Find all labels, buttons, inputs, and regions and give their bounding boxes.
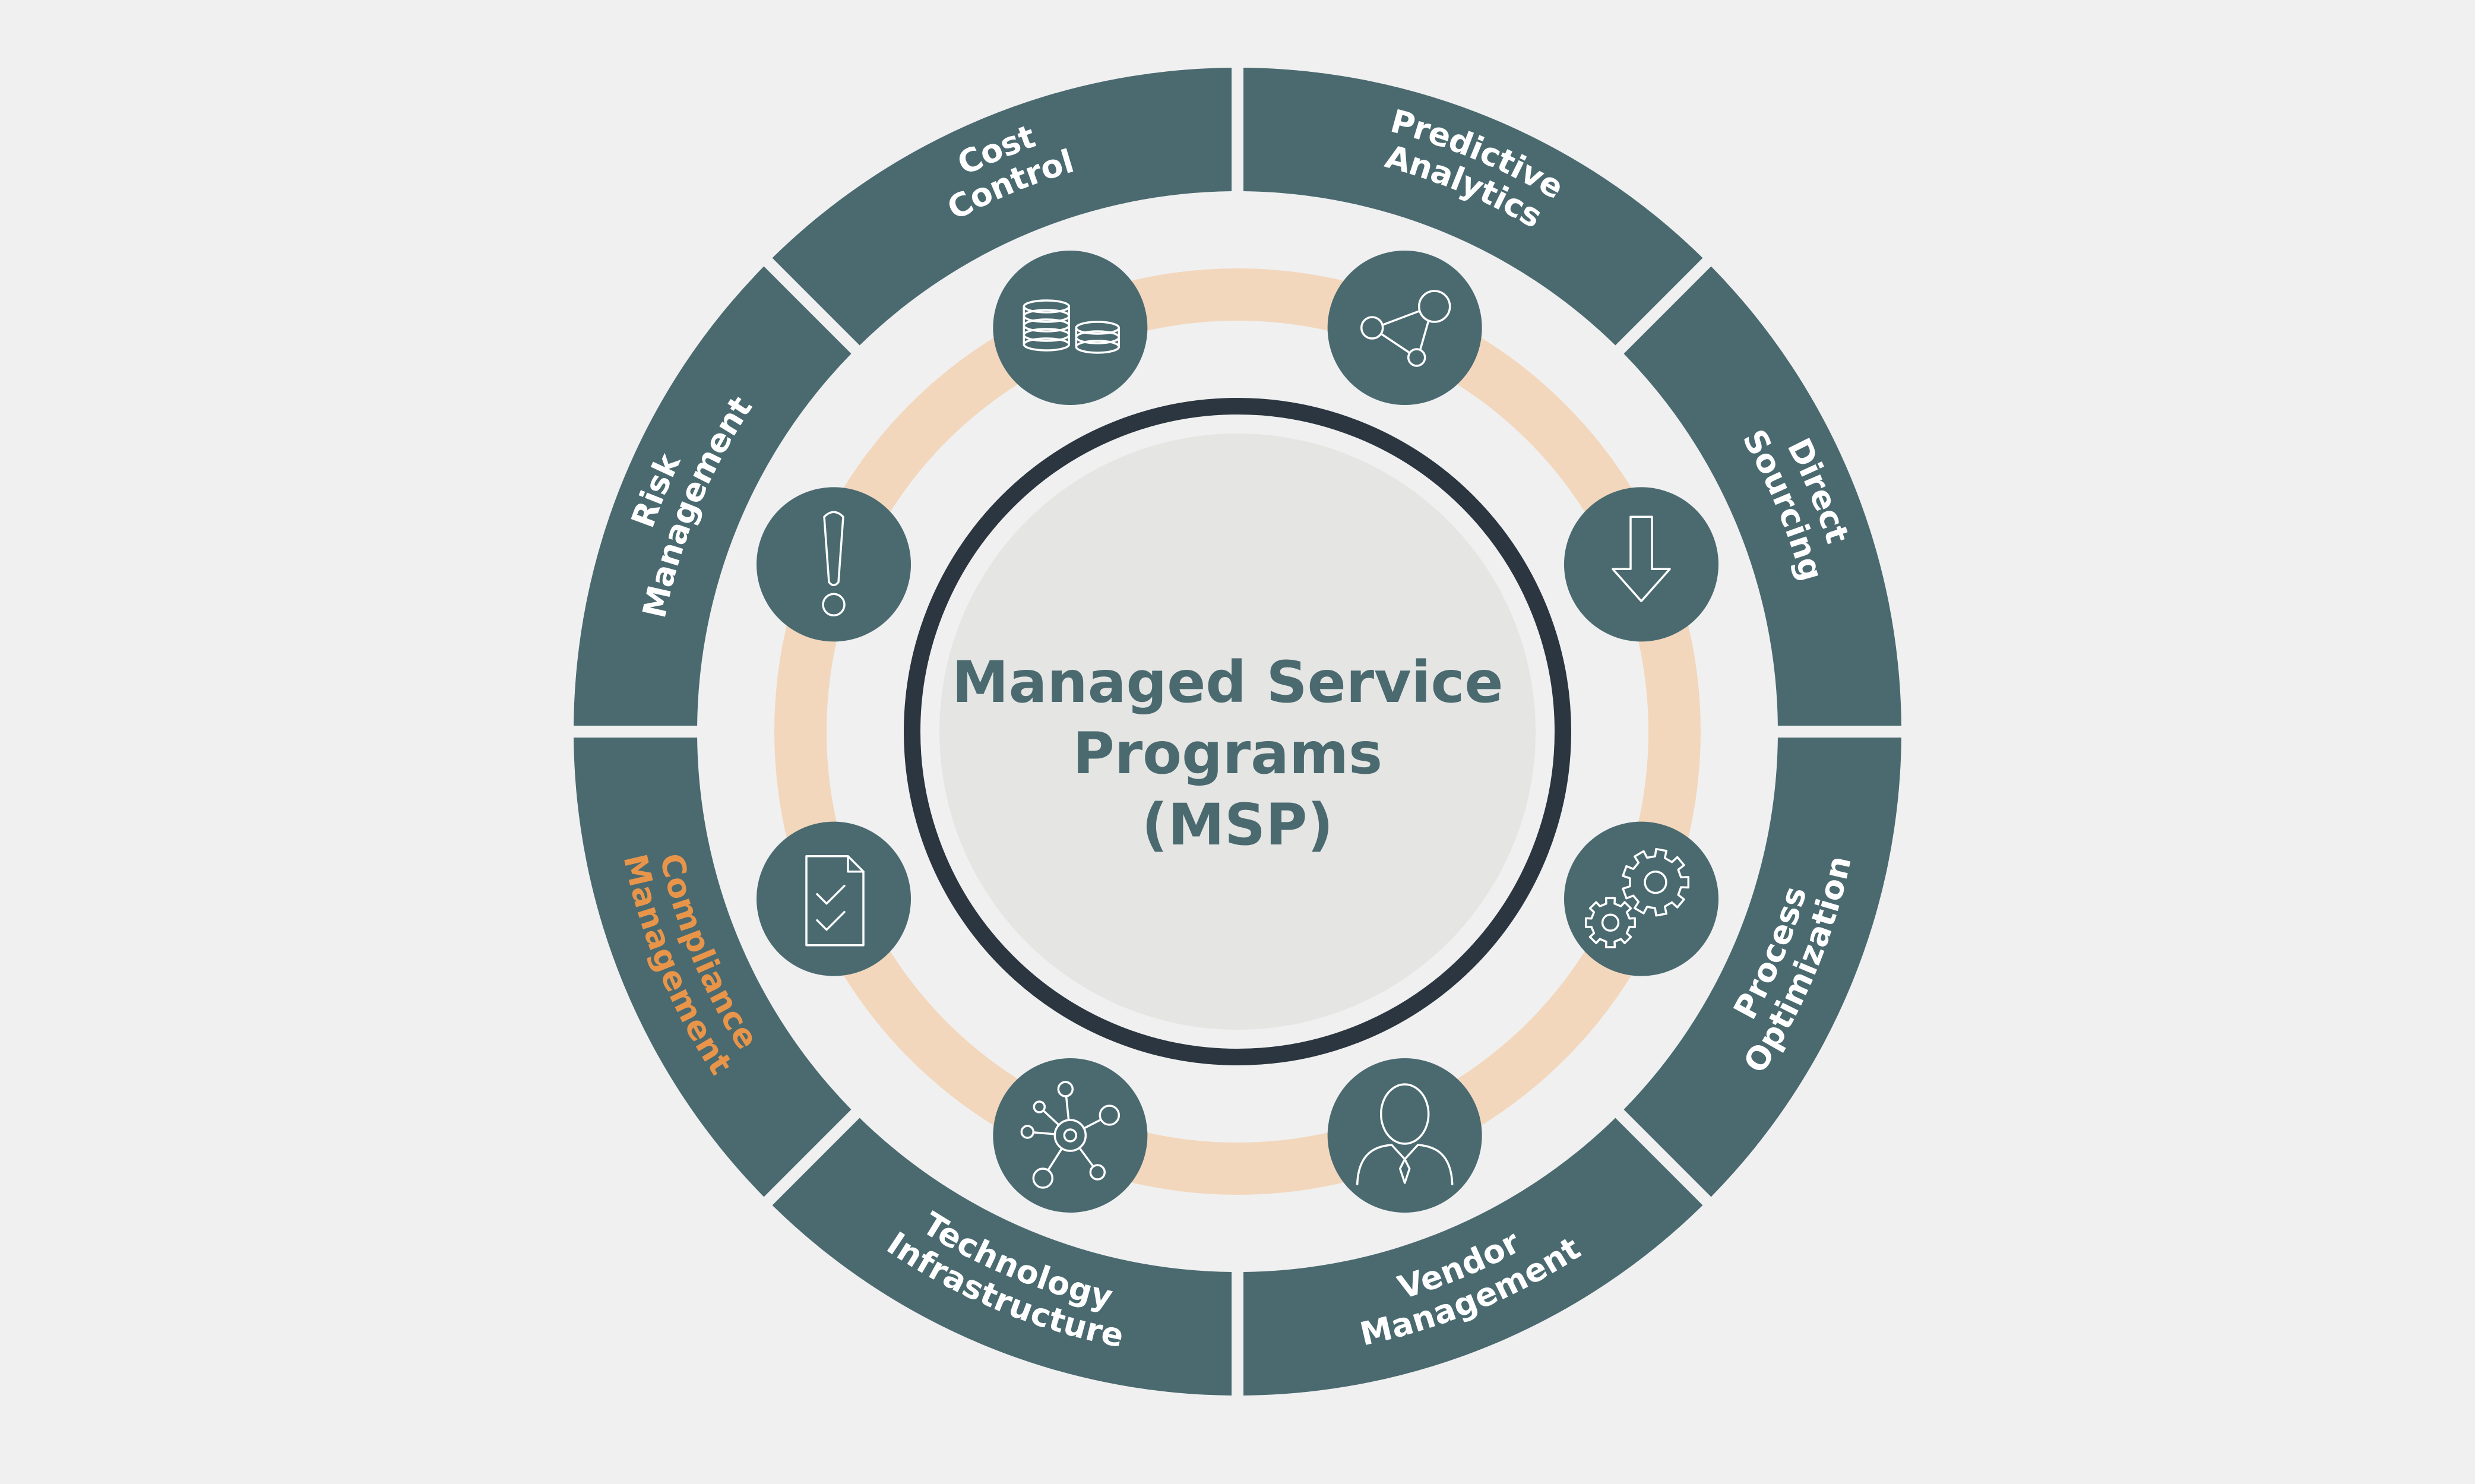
center-title: Managed Service Programs (MSP) xyxy=(952,649,1523,858)
segment-compliance-management xyxy=(574,737,852,1197)
segment-direct-sourcing xyxy=(1623,266,1901,726)
segment-vendor-management xyxy=(1243,1118,1703,1396)
segment-risk-management xyxy=(574,266,852,726)
icon-circles xyxy=(757,251,1718,1213)
segment-process-optimization xyxy=(1623,737,1901,1197)
segment-predictive-analytics xyxy=(1243,68,1703,346)
center-title-line-2: Programs xyxy=(1072,720,1382,787)
exclamation-icon xyxy=(757,487,911,642)
hub-network-icon xyxy=(993,1058,1148,1213)
checklist-document-icon xyxy=(757,821,911,976)
down-arrow-icon xyxy=(1564,487,1718,642)
outer-segment-ring xyxy=(574,68,1901,1396)
segment-cost-control xyxy=(772,68,1232,346)
center-title-line-1: Managed Service xyxy=(952,649,1504,716)
network-nodes-icon xyxy=(1327,251,1482,406)
coin-stacks-icon xyxy=(993,251,1148,406)
center-circle xyxy=(939,434,1536,1030)
person-tie-icon xyxy=(1327,1058,1482,1213)
segment-technology-infrastructure xyxy=(772,1118,1232,1396)
gears-icon xyxy=(1564,821,1718,976)
connector-ring xyxy=(774,268,1701,1195)
center-title-line-3: (MSP) xyxy=(1142,792,1334,858)
